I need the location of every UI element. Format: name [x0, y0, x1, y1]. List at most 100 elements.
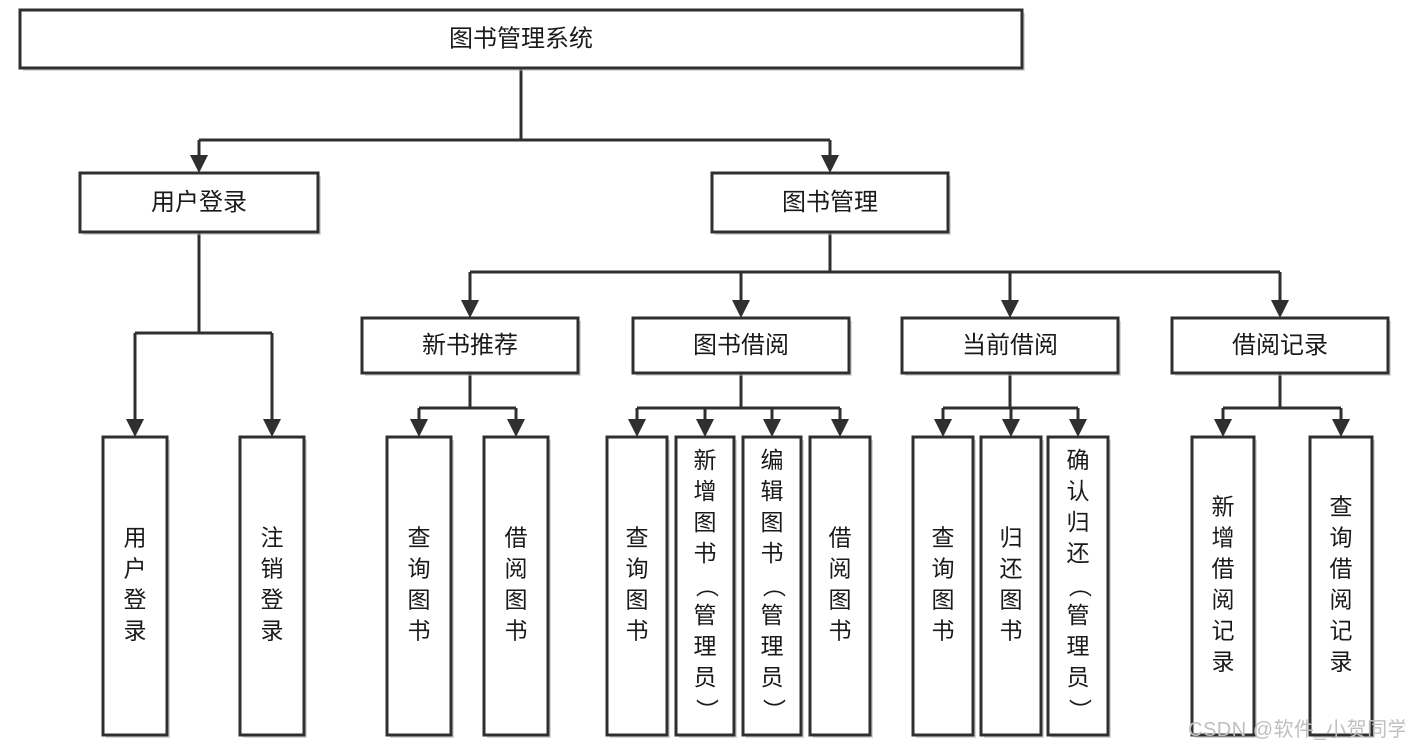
- node-rect[interactable]: [1170, 316, 1390, 375]
- arrow-head-icon: [628, 419, 646, 437]
- node-rect[interactable]: [710, 171, 950, 234]
- node-rect[interactable]: [674, 435, 736, 737]
- arrow-head-icon: [831, 419, 849, 437]
- svg-text:查: 查: [626, 525, 649, 551]
- svg-text:书: 书: [1000, 618, 1023, 644]
- svg-text:管: 管: [761, 602, 784, 628]
- svg-text:增: 增: [694, 478, 717, 504]
- arrow-head-icon: [461, 300, 479, 318]
- node-label: 图书管理系统: [449, 25, 593, 52]
- svg-text:询: 询: [408, 556, 431, 582]
- arrow-head-icon: [732, 300, 750, 318]
- node-label: 用户登录: [151, 189, 247, 216]
- nodes-layer: 图书管理系统用户登录图书管理用户登录注销登录新书推荐查询图书借阅图书图书借阅查询…: [18, 8, 1391, 738]
- svg-text:阅: 阅: [829, 556, 852, 582]
- node-rect[interactable]: [900, 316, 1120, 375]
- arrow-head-icon: [126, 419, 144, 437]
- svg-text:（: （: [761, 575, 787, 598]
- svg-text:图: 图: [694, 509, 717, 535]
- svg-text:图: 图: [408, 587, 431, 613]
- node-rect[interactable]: [1308, 435, 1374, 737]
- node-root[interactable]: 图书管理系统: [18, 8, 1025, 71]
- node-rect[interactable]: [808, 435, 872, 737]
- arrow-head-icon: [934, 419, 952, 437]
- svg-text:员: 员: [761, 664, 784, 690]
- svg-text:图: 图: [829, 587, 852, 613]
- node-rect[interactable]: [1046, 435, 1110, 737]
- node-user-login[interactable]: 用户登录: [78, 171, 321, 235]
- svg-text:询: 询: [932, 556, 955, 582]
- svg-text:管: 管: [694, 602, 717, 628]
- node-rect[interactable]: [741, 435, 803, 737]
- node-rect[interactable]: [360, 316, 580, 375]
- arrow-head-icon: [190, 155, 208, 173]
- svg-text:编: 编: [761, 447, 784, 473]
- svg-text:书: 书: [505, 618, 528, 644]
- svg-text:还: 还: [1000, 556, 1023, 582]
- node-rect[interactable]: [18, 8, 1024, 70]
- svg-text:阅: 阅: [1212, 587, 1235, 613]
- connectors-layer: [126, 68, 1350, 437]
- svg-text:增: 增: [1212, 525, 1235, 551]
- node-rect[interactable]: [482, 435, 550, 737]
- svg-text:询: 询: [626, 556, 649, 582]
- svg-text:借: 借: [1330, 556, 1353, 582]
- csdn-watermark: CSDN @软件_小贺同学: [1188, 719, 1405, 741]
- svg-text:询: 询: [1330, 525, 1353, 551]
- node-rect[interactable]: [911, 435, 975, 737]
- svg-text:录: 录: [261, 618, 284, 644]
- node-rect[interactable]: [631, 316, 851, 375]
- svg-text:查: 查: [1330, 494, 1353, 520]
- node-current-borrow[interactable]: 当前借阅: [900, 316, 1121, 376]
- node-rect[interactable]: [385, 435, 453, 737]
- svg-text:图: 图: [1000, 587, 1023, 613]
- svg-text:理: 理: [761, 633, 784, 659]
- node-book-manage[interactable]: 图书管理: [710, 171, 951, 235]
- node-new-book-rec[interactable]: 新书推荐: [360, 316, 581, 376]
- svg-text:用: 用: [124, 525, 147, 551]
- svg-text:（: （: [694, 575, 720, 598]
- node-borrow-record[interactable]: 借阅记录: [1170, 316, 1391, 376]
- node-book-borrow[interactable]: 图书借阅: [631, 316, 852, 376]
- svg-text:书: 书: [761, 540, 784, 566]
- node-rect[interactable]: [238, 435, 306, 737]
- svg-text:认: 认: [1067, 478, 1090, 504]
- svg-text:图: 图: [761, 509, 784, 535]
- node-rect[interactable]: [605, 435, 669, 737]
- node-label: 用户登录: [124, 525, 147, 644]
- svg-text:阅: 阅: [1330, 587, 1353, 613]
- node-label: 借阅记录: [1232, 332, 1328, 359]
- svg-text:登: 登: [124, 587, 147, 613]
- node-rect[interactable]: [979, 435, 1043, 737]
- arrow-head-icon: [1332, 419, 1350, 437]
- svg-text:归: 归: [1067, 509, 1090, 535]
- node-rect[interactable]: [78, 171, 320, 234]
- node-label: 图书管理: [782, 189, 878, 216]
- svg-text:）: ）: [694, 699, 720, 722]
- svg-text:）: ）: [1067, 699, 1093, 722]
- node-rect[interactable]: [101, 435, 169, 737]
- node-user-login-do[interactable]: 用户登录: [101, 435, 170, 738]
- node-rect[interactable]: [1190, 435, 1256, 737]
